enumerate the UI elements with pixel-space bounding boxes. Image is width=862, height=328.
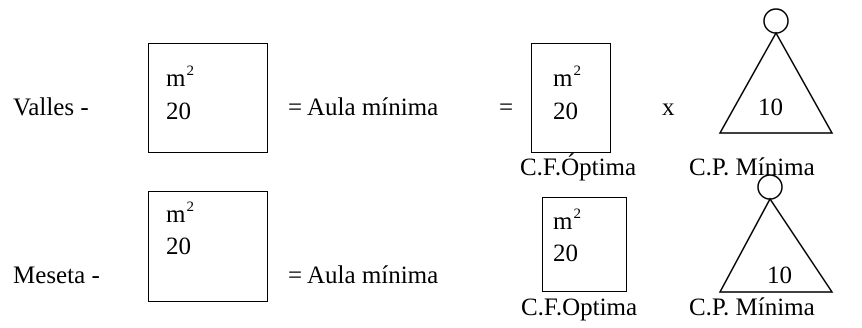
row2-area-box: m2 20: [148, 191, 268, 302]
row1-times-sign: x: [662, 94, 675, 121]
row2-cf-box: m2 20: [542, 197, 627, 292]
row1-area-unit: m2: [166, 63, 194, 92]
row1-area-value: 20: [166, 98, 191, 125]
row1-cf-caption: C.F.Óptima: [520, 154, 637, 181]
row2-cf-caption: C.F.Optima: [521, 294, 638, 321]
row2-triangle-caption: C.P. Mínima: [689, 294, 815, 321]
row1-cf-value: 20: [553, 98, 578, 125]
row1-area-box: m2 20: [148, 43, 268, 153]
row2-area-value: 20: [166, 233, 191, 260]
row2-equals-aula-minima: = Aula mínima: [288, 262, 439, 289]
row1-triangle-value: 10: [758, 94, 783, 121]
row1-triangle-caption: C.P. Mínima: [689, 154, 815, 181]
row2-area-unit: m2: [166, 199, 194, 228]
row1-equals-aula-minima: = Aula mínima: [288, 94, 439, 121]
row1-cf-box: m2 20: [531, 43, 611, 153]
row1-equals-sign: =: [499, 94, 514, 121]
row2-label: Meseta -: [13, 262, 100, 289]
row1-label: Valles -: [13, 94, 89, 121]
row1-cf-unit: m2: [553, 63, 581, 92]
row1-top-circle: [763, 8, 789, 34]
row2-cf-value: 20: [553, 240, 578, 267]
row2-triangle-value: 10: [767, 262, 792, 289]
row2-cf-unit: m2: [553, 206, 581, 235]
